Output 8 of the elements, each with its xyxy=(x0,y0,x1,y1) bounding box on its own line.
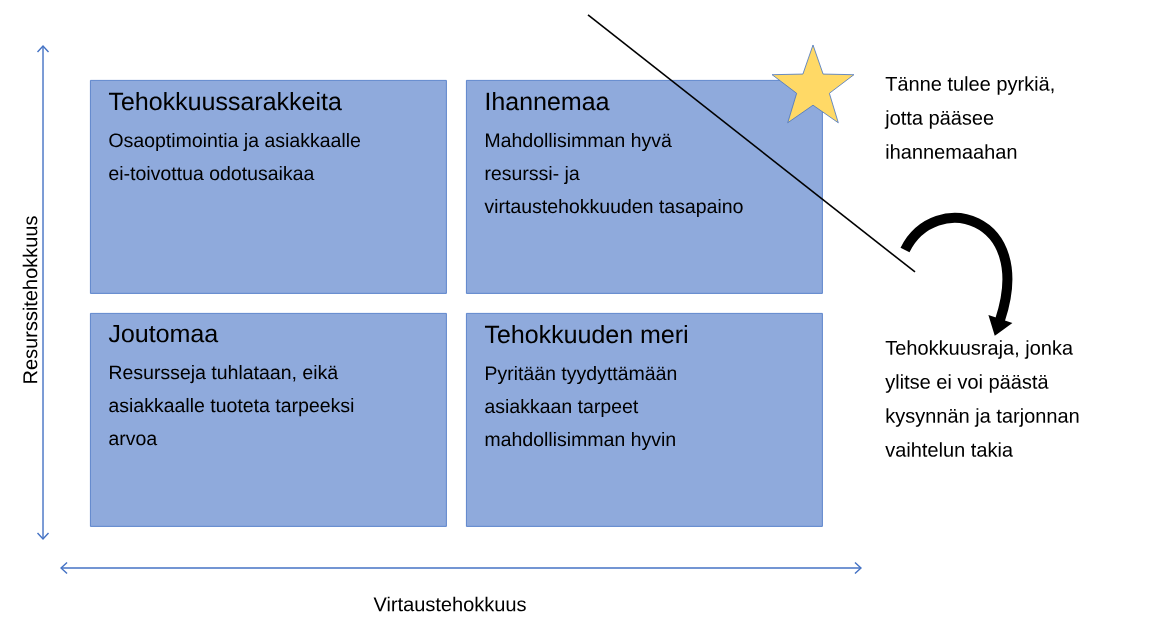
quadrant-box: Joutomaa Resursseja tuhlataan, eikä asiakkaalle tuoteta tarpeeksi arvoa xyxy=(90,313,447,527)
quadrant-box: Ihannemaa Mahdollisimman hyvä resurssi- ja virtaustehokkuuden tasapaino xyxy=(466,80,823,294)
quadrant-box: Tehokkuuden meri Pyritään tyydyttämään asiakkaan tarpeet mahdollisimman hyvin xyxy=(466,313,823,527)
axis-label: Resurssitehokkuus xyxy=(22,216,38,383)
quadrant-box: Tehokkuussarakkeita Osaoptimointia ja asiakkaalle ei-toivottua odotusaikaa xyxy=(90,80,447,294)
axis-label: Virtaustehokkuus xyxy=(373,596,526,612)
note-text: Tehokkuusraja, jonka ylitse ei voi päästä kysynnän ja tarjonnan vaihtelun takia xyxy=(885,340,1079,457)
note-text: Tänne tulee pyrkiä, jotta pääsee ihannemaahan xyxy=(884,76,1054,159)
